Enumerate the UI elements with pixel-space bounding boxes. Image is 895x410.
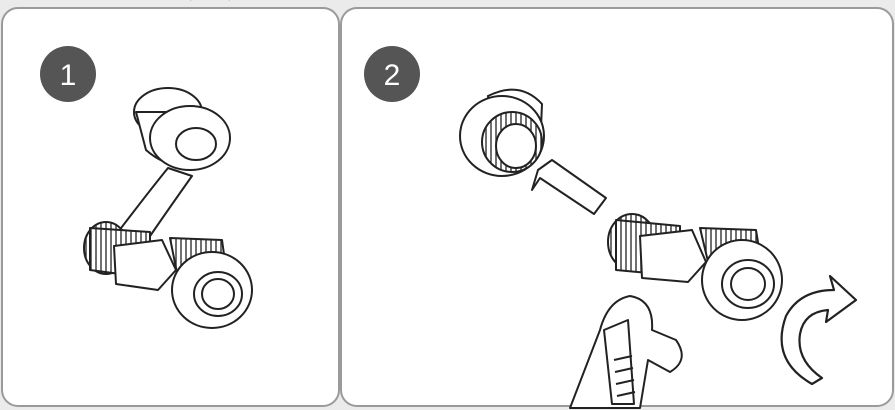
step-2-number: 2 bbox=[384, 59, 401, 92]
step-1-badge-circle bbox=[40, 46, 96, 102]
step-2-panel: 2 bbox=[340, 7, 894, 409]
step-1-number: 1 bbox=[60, 59, 77, 92]
assembled-fitting-illustration bbox=[83, 87, 253, 329]
adjustable-wrench-icon bbox=[569, 295, 683, 409]
fitting-body-illustration bbox=[607, 213, 783, 321]
threaded-cap-illustration bbox=[459, 88, 545, 177]
front-threaded-body bbox=[169, 237, 253, 329]
hex-nut bbox=[113, 239, 177, 291]
end-cap bbox=[133, 87, 231, 171]
step-1-panel: 1 bbox=[1, 7, 340, 407]
step-1-badge: 1 bbox=[40, 46, 96, 102]
step-2-badge: 2 bbox=[364, 46, 420, 102]
step-2-badge-circle bbox=[364, 46, 420, 102]
arrow-icon bbox=[531, 159, 607, 215]
rotate-clockwise-icon bbox=[780, 274, 858, 386]
